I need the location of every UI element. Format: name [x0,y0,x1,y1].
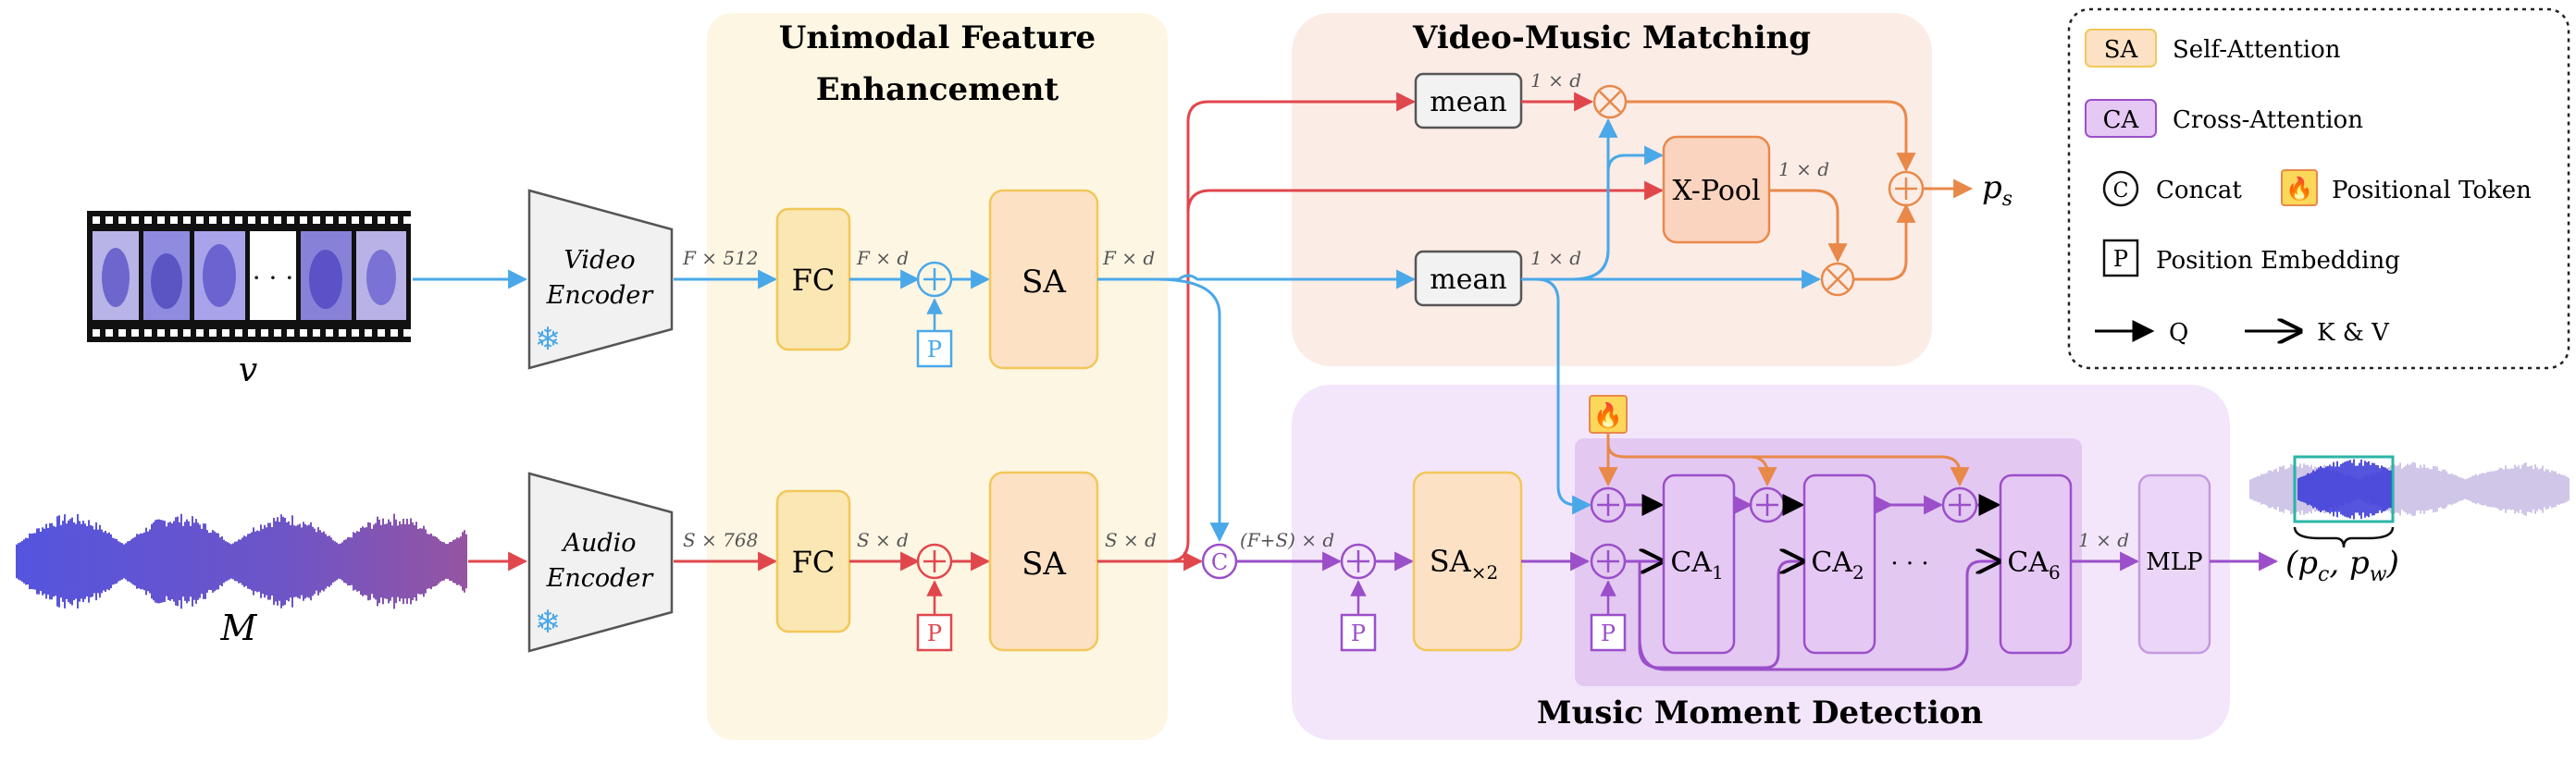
svg-text:mean: mean [1430,264,1506,296]
svg-text:🔥: 🔥 [1593,401,1623,430]
legend-query-arrow: Q [2095,319,2188,347]
svg-text:C: C [1211,549,1228,575]
svg-text:P: P [1601,621,1616,646]
dim-1d-3: 1 × d [1778,158,1829,180]
matching-title: Video-Music Matching [1412,19,1811,56]
snowflake-icon: ❄ [535,604,562,641]
dim-1d-1: 1 × d [1530,69,1581,92]
dim-fsd: (F+S) × d [1240,529,1334,551]
audio-encoder: Audio Encoder ❄ [527,472,674,653]
ca1-label: CA1 [1670,547,1723,584]
concat-icon: C [1201,543,1238,580]
music-waveform [16,513,467,609]
legend-sa: SA Self-Attention [2085,29,2341,68]
svg-text:MLP: MLP [2146,548,2202,576]
video-encoder: Video Encoder ❄ [527,189,674,370]
moment-highlight [2293,455,2395,523]
dim-s768: S × 768 [683,529,758,551]
unimodal-title-line1: Unimodal Feature [779,19,1096,56]
mlp-block [2137,473,2211,655]
svg-text:FC: FC [792,263,836,298]
svg-text:SA: SA [1022,264,1066,301]
svg-text:C: C [2113,179,2129,203]
svg-text:P: P [1351,621,1366,646]
legend-box [2067,7,2570,370]
svg-text:Video: Video [564,246,635,275]
output-waveform [2249,459,2570,520]
svg-text:🔥: 🔥 [2285,176,2313,202]
svg-text:SA: SA [1022,546,1066,583]
svg-text:X-Pool: X-Pool [1672,175,1760,207]
svg-text:SA: SA [2104,36,2139,64]
pos-emb-video [916,329,953,368]
legend-kv-arrow: K & V [2245,319,2390,347]
legend-ca: CA Cross-Attention [2085,99,2363,138]
svg-text:P: P [2113,246,2128,272]
svg-text:Q: Q [2169,319,2188,347]
dim-sd-2: S × d [1105,529,1157,551]
svg-text:Positional Token: Positional Token [2332,177,2532,204]
snowflake-icon: ❄ [535,321,562,358]
svg-text:Position Embedding: Position Embedding [2156,247,2400,275]
ca2-label: CA2 [1811,547,1864,584]
svg-text:Cross-Attention: Cross-Attention [2173,106,2363,134]
legend-positional-token: 🔥 Positional Token [2281,169,2532,206]
output-pcpw: (pc, pw) [2285,545,2399,586]
video-ellipsis: · · · [253,263,294,293]
svg-text:mean: mean [1430,86,1506,118]
svg-text:FC: FC [792,545,836,580]
svg-text:P: P [927,337,942,363]
dim-fd-2: F × d [1102,247,1155,269]
sa-x2-label: SA×2 [1430,544,1499,584]
svg-text:Self-Attention: Self-Attention [2173,36,2341,64]
dim-sd-1: S × d [857,529,909,551]
music-label: M [220,608,258,648]
ca6-label: CA6 [2007,547,2060,584]
dim-f512: F × 512 [682,247,759,269]
dim-1d-2: 1 × d [1530,247,1581,269]
svg-text:Audio: Audio [560,529,636,558]
dim-fd-1: F × d [856,247,909,269]
svg-text:Encoder: Encoder [546,281,655,310]
svg-text:Concat: Concat [2156,177,2242,204]
legend-position-embedding: P Position Embedding [2102,239,2400,277]
detection-title: Music Moment Detection [1537,694,1983,731]
svg-text:Encoder: Encoder [546,564,655,593]
unimodal-title-line2: Enhancement [816,71,1059,108]
legend-concat: C Concat [2102,170,2242,207]
dim-1d-4: 1 × d [2078,529,2129,551]
video-film-strip [87,211,411,342]
svg-text:CA: CA [2103,106,2140,134]
output-ps: ps [1982,169,2012,211]
svg-text:P: P [927,621,942,646]
ca-ellipsis: · · · [1890,550,1928,578]
ca1-block [1662,473,1736,655]
svg-text:K & V: K & V [2317,319,2390,347]
video-label: v [239,351,257,389]
